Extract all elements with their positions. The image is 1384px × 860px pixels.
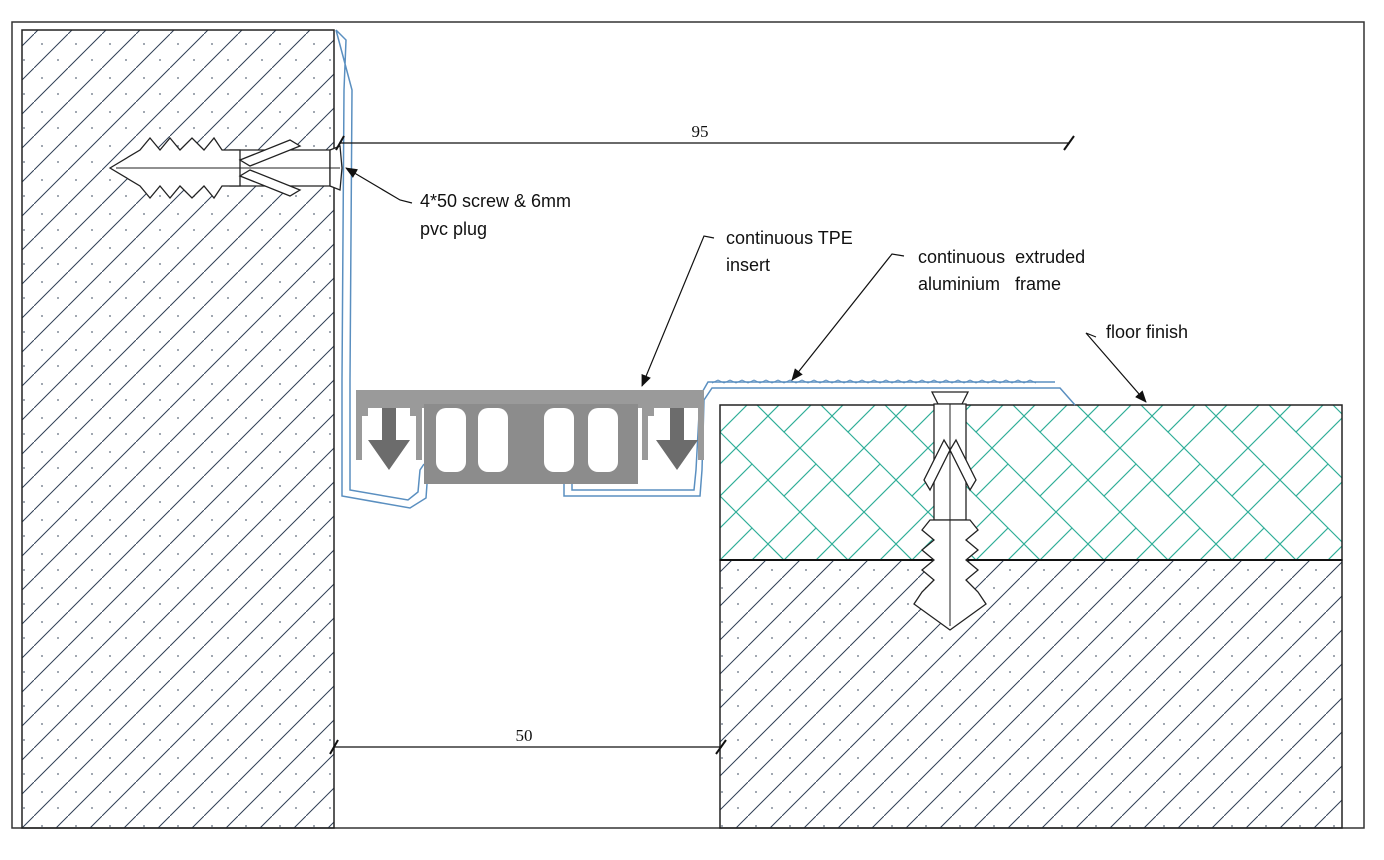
insert-callout-line2: insert [726,255,770,275]
floor-callout-label: floor finish [1106,322,1188,342]
dimension-95: 95 [335,122,1075,151]
insert-callout-line1: continuous TPE [726,228,853,248]
screw-callout-line1: 4*50 screw & 6mm [420,191,571,211]
aluminium-frame-profile [335,29,1076,509]
right-floor-substrate [719,559,1343,829]
floor-callout-leader [1085,332,1147,403]
dimension-50: 50 [329,726,727,755]
insert-callout-leader [641,235,715,387]
frame-callout-line1: continuous extruded [918,247,1085,267]
left-screw-and-plug [108,136,343,200]
callout-leaders [345,167,1147,403]
drawing-border [11,21,1365,829]
floor-finish-layer [719,404,1343,561]
dimension-95-label: 95 [692,122,709,141]
screw-callout-leader [345,167,413,204]
screw-callout-line2: pvc plug [420,219,487,239]
frame-serrated-top [711,379,1037,384]
dimension-50-label: 50 [516,726,533,745]
right-screw-and-plug [913,391,987,631]
tpe-insert [356,390,704,484]
frame-callout-line2: aluminium frame [918,274,1061,294]
frame-callout-leader [791,253,905,381]
